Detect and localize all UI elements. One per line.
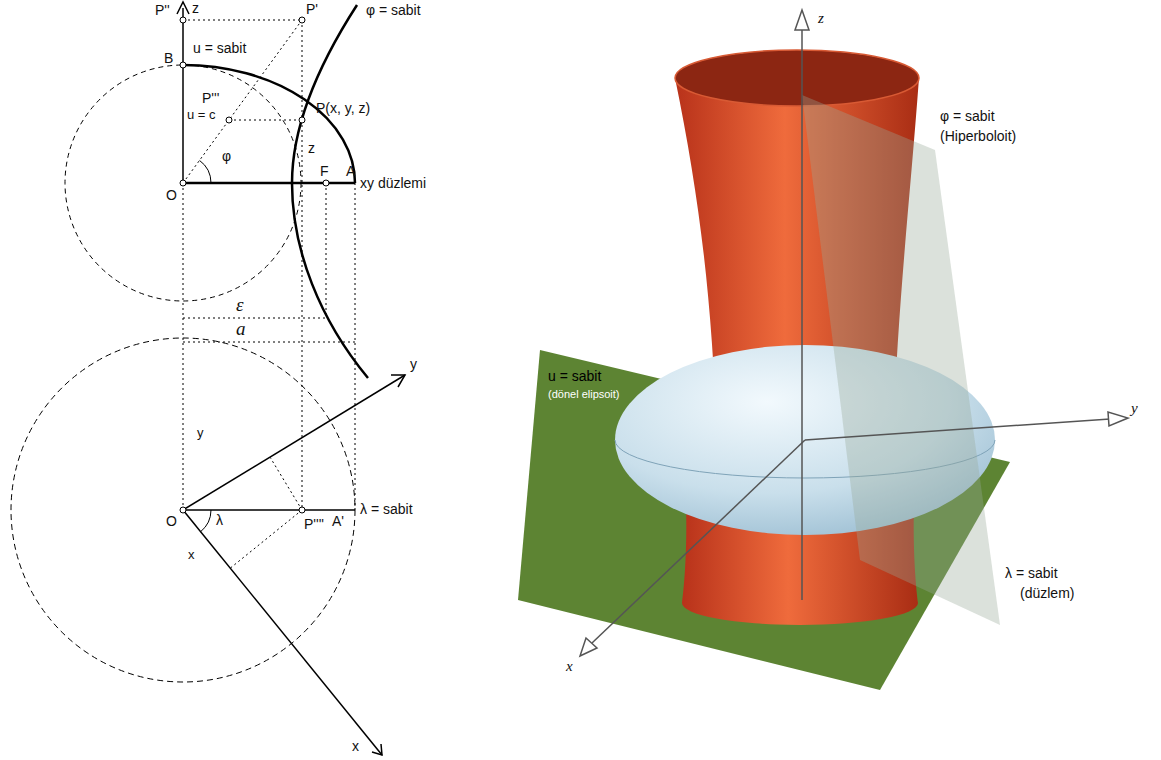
surface-render: [518, 10, 1128, 690]
surface-render: [802, 95, 1000, 625]
point-label: B: [164, 50, 173, 66]
point-label: F: [320, 163, 329, 179]
meridian-section: [65, 65, 301, 301]
point-label: P'''': [304, 516, 324, 532]
meridian-section: [183, 65, 355, 183]
plan-view: [391, 375, 405, 387]
plan-view: [180, 507, 305, 513]
meridian-section: [65, 2, 368, 510]
surface-label: u = sabit: [193, 40, 246, 56]
point-label: A': [332, 513, 344, 529]
axis-label: z: [818, 10, 824, 27]
meridian-section: [226, 117, 232, 123]
coordinate-label: y: [197, 426, 204, 441]
meridian-section: [299, 117, 305, 123]
surface-label: (dönel elipsoit): [548, 388, 620, 401]
plane-label: λ = sabit: [360, 501, 413, 517]
point-label: O: [166, 187, 177, 203]
surface-render: [675, 50, 919, 106]
axis-label: z: [192, 0, 199, 16]
surface-render: [1108, 412, 1128, 426]
surface-render: [801, 30, 803, 600]
plan-view: [372, 744, 382, 755]
axis-label: y: [410, 356, 417, 372]
dimension-label: a: [236, 318, 246, 340]
meridian-section: [355, 183, 356, 510]
meridian-section: [183, 20, 302, 183]
coordinate-label: x: [188, 548, 195, 563]
meridian-section: [180, 17, 329, 186]
surface-render: [675, 50, 919, 106]
surface-render: [580, 638, 597, 656]
plan-view: [299, 507, 305, 513]
surface-label: (Hiperboloit): [940, 128, 1016, 144]
point-label: A: [346, 163, 355, 179]
surface-render: [592, 440, 805, 643]
meridian-section: [229, 120, 302, 121]
axis-label: y: [1131, 400, 1138, 417]
dimension-label: z: [308, 140, 315, 156]
plan-view: [230, 510, 302, 568]
meridian-section: [183, 342, 355, 343]
meridian-section: [180, 17, 186, 23]
surface-label: (düzlem): [1020, 585, 1074, 601]
meridian-section: [182, 8, 184, 183]
plane-label: xy düzlemi: [360, 175, 426, 191]
plan-view: [201, 510, 211, 532]
dimension-label: ε: [236, 294, 244, 316]
plan-view: [230, 457, 302, 568]
surface-label: φ = sabit: [366, 2, 421, 18]
meridian-section: [302, 20, 303, 510]
point-label: P': [306, 1, 318, 17]
meridian-section: [183, 20, 355, 510]
meridian-section: [292, 5, 368, 378]
meridian-section: [326, 183, 327, 318]
plan-view: [183, 509, 355, 511]
surface-render: [592, 30, 1110, 643]
point-label: P''': [202, 90, 219, 106]
plan-view: [11, 338, 405, 755]
meridian-section: [200, 160, 212, 183]
axis-label: x: [566, 658, 573, 675]
surface-label: u = sabit: [548, 368, 601, 384]
meridian-section: [180, 180, 186, 186]
angle-label: φ: [222, 148, 231, 164]
plan-view: [11, 338, 355, 682]
meridian-section: [299, 17, 305, 23]
angle-label: λ: [216, 512, 223, 528]
surface-render: [580, 10, 1128, 656]
surface-label: u = c: [187, 108, 216, 123]
plan-view: [183, 375, 405, 510]
meridian-section: [323, 180, 329, 186]
surface-label: λ = sabit: [1005, 565, 1058, 581]
meridian-section: [183, 20, 302, 21]
plan-view: [180, 507, 186, 513]
meridian-section: [180, 62, 186, 68]
meridian-section: [183, 183, 184, 510]
axis-label: x: [352, 738, 359, 754]
surface-render: [805, 419, 1110, 440]
point-label: P'': [155, 2, 170, 18]
plan-view: [270, 457, 302, 510]
meridian-section: [183, 318, 326, 319]
surface-render: [795, 10, 809, 30]
meridian-section: [177, 2, 189, 14]
point-label: O: [166, 513, 177, 529]
plan-view: [183, 510, 382, 755]
surface-label: φ = sabit: [940, 108, 995, 124]
point-label: P(x, y, z): [316, 100, 370, 116]
